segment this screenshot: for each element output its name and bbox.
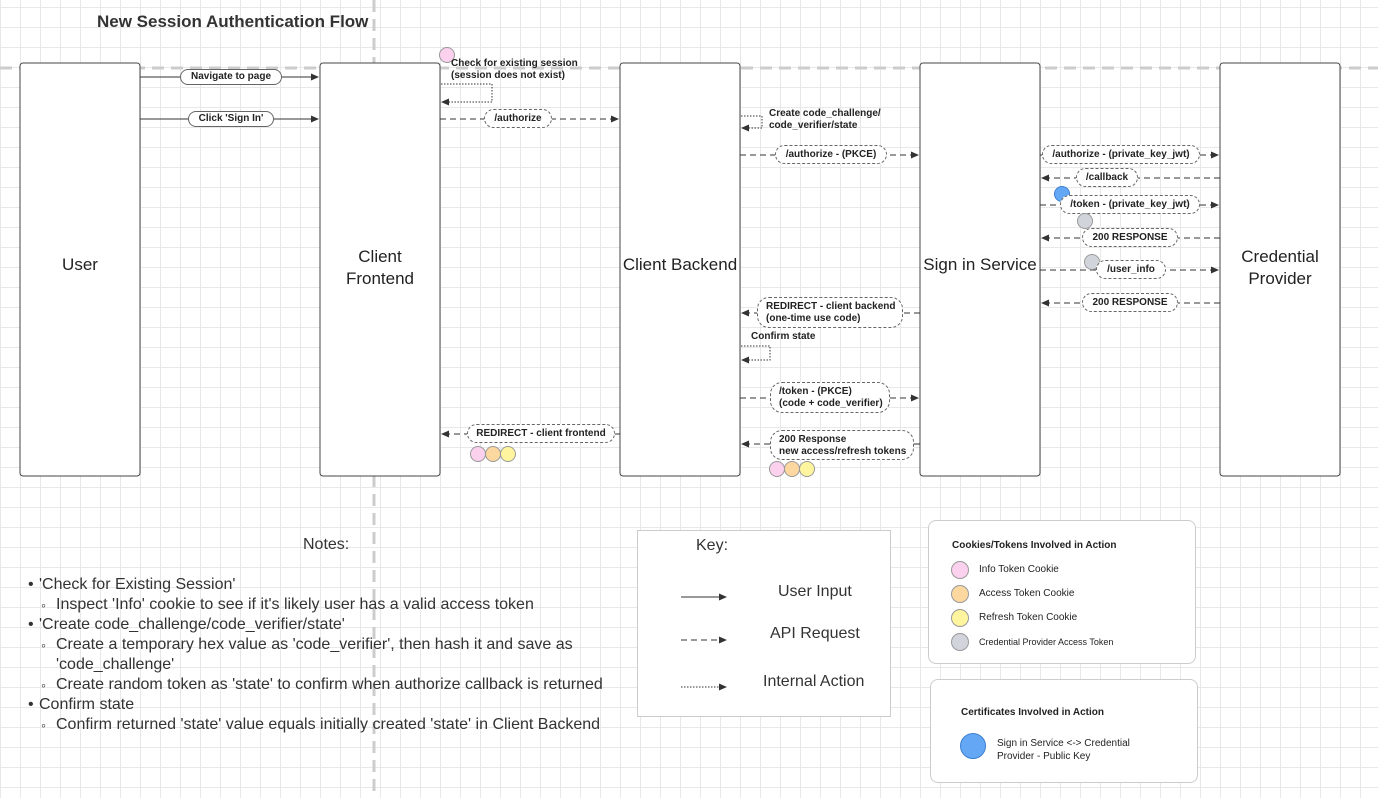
arrow-create-challenge [741, 115, 763, 132]
legend-access-label: Access Token Cookie [979, 588, 1075, 599]
note-subitem: Confirm returned 'state' value equals in… [28, 715, 603, 735]
redirect-backend-label: REDIRECT - client backend (one-time use … [757, 297, 903, 328]
arrow-confirm-state [741, 345, 771, 364]
arrow-check-session [441, 83, 493, 106]
authorize-label: /authorize [484, 109, 552, 128]
token-pkce-line1: /token - (PKCE) [779, 386, 852, 397]
legend-provider-token-label: Credential Provider Access Token [979, 637, 1114, 647]
note-item: 'Create code_challenge/code_verifier/sta… [28, 615, 603, 635]
user-lane [19, 62, 141, 477]
redirect-backend-line2: (one-time use code) [766, 313, 861, 324]
info-cookie-dot-check [439, 47, 455, 63]
note-subitem: Inspect 'Info' cookie to see if it's lik… [28, 595, 603, 615]
response-200-a-label: 200 RESPONSE [1082, 228, 1178, 247]
response-tokens-label: 200 Response new access/refresh tokens [770, 430, 914, 460]
note-subitem: Create random token as 'state' to confir… [28, 675, 603, 695]
client-backend-lane [619, 62, 741, 477]
key-internal-action-label: Internal Action [763, 673, 865, 690]
legend-certificate-dot [960, 733, 986, 759]
redirect-frontend-label: REDIRECT - client frontend [467, 424, 615, 443]
diagram-title: New Session Authentication Flow [97, 12, 369, 31]
confirm-state-label: Confirm state [751, 331, 816, 342]
tokens-legend-title: Cookies/Tokens Involved in Action [952, 540, 1117, 551]
client-frontend-lane-label: Client Frontend [320, 246, 440, 290]
check-session-line2: (session does not exist) [451, 70, 565, 81]
legend-certificate-line1: Sign in Service <-> Credential [997, 738, 1130, 749]
key-panel [637, 530, 891, 717]
certs-legend-panel [930, 679, 1198, 783]
client-backend-lane-label: Client Backend [622, 255, 738, 274]
user-lane-label: User [62, 255, 98, 274]
check-session-label: Check for existing session (session does… [451, 58, 578, 82]
key-title: Key: [696, 537, 729, 554]
user-info-label: /user_info [1096, 260, 1166, 279]
note-item: 'Check for Existing Session' [28, 575, 603, 595]
refresh-cookie-dot-frontend [500, 446, 516, 462]
create-challenge-line1: Create code_challenge/ [769, 108, 881, 119]
credential-provider-label-line2: Provider [1248, 269, 1312, 288]
credential-provider-label-line1: Credential [1241, 247, 1319, 266]
legend-refresh-dot [951, 609, 969, 627]
legend-provider-token-dot [951, 633, 969, 651]
provider-token-dot-response [1077, 213, 1093, 229]
create-challenge-label: Create code_challenge/ code_verifier/sta… [769, 108, 881, 132]
key-user-input-label: User Input [778, 583, 852, 600]
certs-legend-title: Certificates Involved in Action [961, 707, 1104, 718]
tokens-legend-panel [928, 520, 1196, 664]
client-frontend-label-line1: Client [358, 247, 402, 266]
redirect-backend-line1: REDIRECT - client backend [766, 301, 896, 312]
legend-access-dot [951, 585, 969, 603]
refresh-cookie-dot-backend [799, 461, 815, 477]
legend-certificate-line2: Provider - Public Key [997, 751, 1091, 762]
response-tokens-line2: new access/refresh tokens [779, 446, 907, 457]
sign-in-service-lane-label: Sign in Service [923, 255, 1037, 274]
credential-provider-lane [1219, 62, 1341, 477]
response-tokens-line1: 200 Response [779, 434, 847, 445]
authorize-pkce-label: /authorize - (PKCE) [775, 145, 887, 164]
callback-label: /callback [1076, 168, 1138, 187]
client-frontend-lane [319, 62, 441, 477]
create-challenge-line2: code_verifier/state [769, 120, 858, 131]
legend-refresh-label: Refresh Token Cookie [979, 612, 1078, 623]
legend-info-label: Info Token Cookie [979, 564, 1059, 575]
note-subitem: Create a temporary hex value as 'code_ve… [28, 635, 603, 655]
key-api-request-label: API Request [770, 625, 860, 642]
click-signin-label: Click 'Sign In' [188, 111, 274, 127]
check-session-line1: Check for existing session [451, 58, 578, 69]
note-subitem-continued: 'code_challenge' [56, 656, 175, 673]
notes-list: 'Check for Existing Session' Inspect 'In… [28, 575, 603, 735]
token-jwt-label: /token - (private_key_jwt) [1060, 195, 1200, 214]
client-frontend-label-line2: Frontend [345, 269, 415, 288]
legend-certificate-label: Sign in Service <-> Credential Provider … [997, 737, 1130, 763]
legend-info-dot [951, 561, 969, 579]
navigate-label: Navigate to page [180, 69, 282, 85]
credential-provider-lane-label: Credential Provider [1220, 246, 1340, 290]
notes-title: Notes: [303, 536, 350, 553]
note-item: Confirm state [28, 695, 603, 715]
authorize-jwt-label: /authorize - (private_key_jwt) [1042, 145, 1200, 164]
response-200-b-label: 200 RESPONSE [1082, 293, 1178, 312]
token-pkce-line2: (code + code_verifier) [779, 398, 883, 409]
token-pkce-label: /token - (PKCE) (code + code_verifier) [770, 382, 890, 413]
